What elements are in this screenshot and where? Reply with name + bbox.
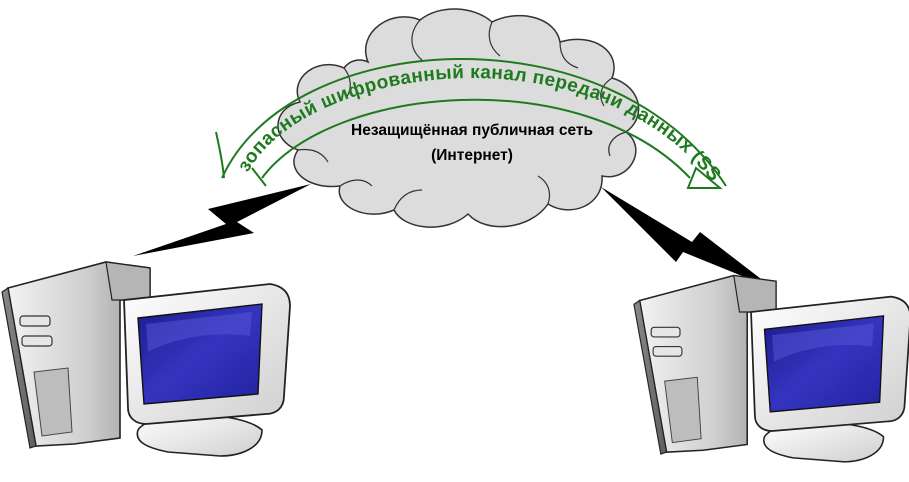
left-computer-icon [1,261,291,457]
cloud-icon [277,8,640,228]
ssh-tunnel [215,58,727,189]
cloud-label-line2: (Интернет) [431,147,513,164]
left-link [133,184,311,256]
right-computer-icon [633,274,909,463]
cloud-label-line1: Незащищённая публичная сеть [351,122,593,139]
right-link [601,187,774,289]
